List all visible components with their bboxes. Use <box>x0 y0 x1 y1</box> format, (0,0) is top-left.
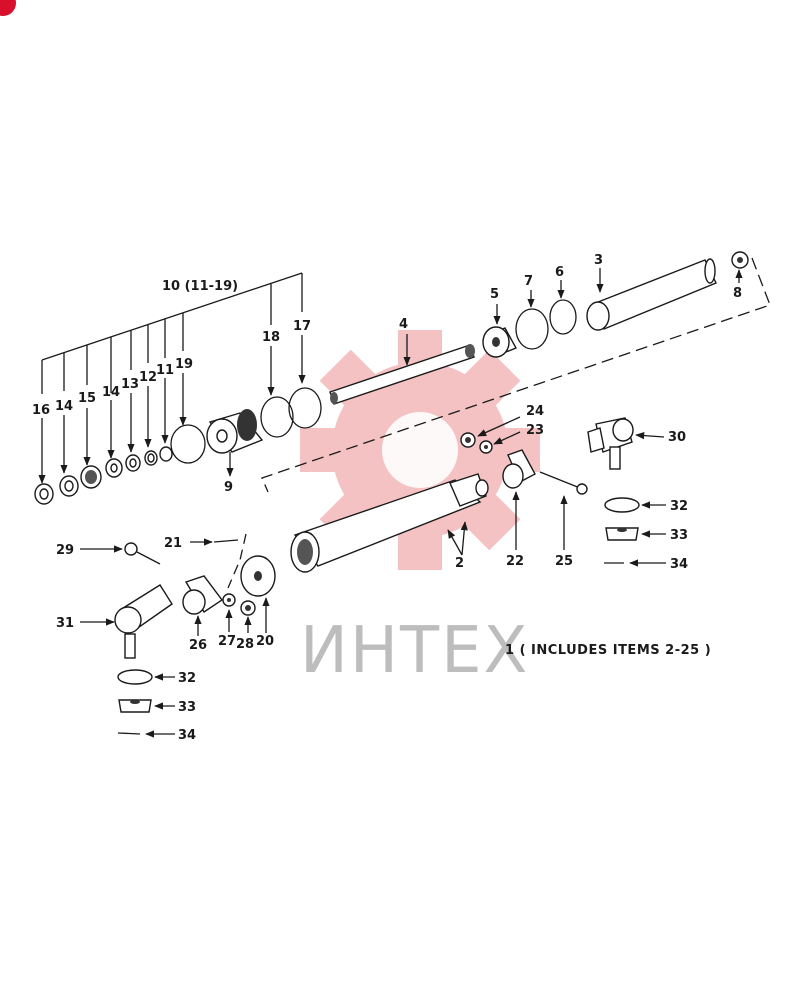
corner-badge <box>0 0 16 16</box>
bolt-29 <box>80 542 161 565</box>
clamp-26 <box>182 575 224 636</box>
callout-8: 8 <box>733 286 742 301</box>
callout-2: 2 <box>455 556 464 571</box>
guide-line-lower <box>227 533 247 589</box>
callout-25: 25 <box>555 554 573 569</box>
bolt-25 <box>539 471 588 550</box>
watermark-text: ИНТЕХ <box>300 614 529 688</box>
callout-24: 24 <box>526 404 544 419</box>
piston-9 <box>206 409 264 477</box>
cylinder-body-2 <box>290 473 489 573</box>
nut-28 <box>240 600 256 633</box>
nut-24 <box>460 416 521 448</box>
includes-note: 1 ( INCLUDES ITEMS 2-25 ) <box>505 643 711 658</box>
ring-7 <box>515 308 549 350</box>
callout-7: 7 <box>524 274 533 289</box>
tie-rod-end-30 <box>587 417 665 470</box>
callout-9: 9 <box>224 480 233 495</box>
callout-12: 12 <box>139 370 157 385</box>
callout-29: 29 <box>56 543 74 558</box>
callout-5: 5 <box>490 287 499 302</box>
clamp-22 <box>502 449 536 550</box>
callout-33-left: 33 <box>178 700 196 715</box>
callout-14a: 14 <box>55 399 73 414</box>
callout-19: 19 <box>175 357 193 372</box>
plate-20 <box>240 555 276 633</box>
callout-27: 27 <box>218 634 236 649</box>
callout-32-left: 32 <box>178 671 196 686</box>
seal-parts-11-16 <box>34 424 206 505</box>
callout-34-left: 34 <box>178 728 196 743</box>
kit-10-bracket <box>38 272 306 484</box>
tie-rod-end-31 <box>80 584 173 659</box>
callout-15: 15 <box>78 391 96 406</box>
screw-21 <box>190 538 239 546</box>
callout-10: 10 (11-19) <box>162 279 238 294</box>
callout-6: 6 <box>555 265 564 280</box>
callout-34-right: 34 <box>670 557 688 572</box>
slotted-nut-33-right <box>605 527 666 541</box>
callout-21: 21 <box>164 536 182 551</box>
callout-17: 17 <box>293 319 311 334</box>
callout-20: 20 <box>256 634 274 649</box>
cylinder-tube-3 <box>586 258 717 331</box>
callout-11: 11 <box>156 363 174 378</box>
nut-8 <box>731 251 749 283</box>
washer-32-right <box>604 497 666 513</box>
piston-rod-4 <box>329 334 475 405</box>
o-ring-18 <box>260 396 294 438</box>
callout-30: 30 <box>668 430 686 445</box>
callout-4: 4 <box>399 317 408 332</box>
callout-16: 16 <box>32 403 50 418</box>
nut-27 <box>222 593 236 632</box>
washer-32-left <box>117 669 175 685</box>
callout-14b: 14 <box>102 385 120 400</box>
callout-26: 26 <box>189 638 207 653</box>
guide-line-upper <box>261 257 771 493</box>
slotted-nut-33-left <box>118 699 175 713</box>
callout-13: 13 <box>121 377 139 392</box>
callout-28: 28 <box>236 637 254 652</box>
callout-23: 23 <box>526 423 544 438</box>
callout-22: 22 <box>506 554 524 569</box>
nut-23 <box>479 431 521 454</box>
watermark-gear-hole <box>382 412 458 488</box>
callout-32-right: 32 <box>670 499 688 514</box>
o-ring-17 <box>288 387 322 429</box>
callout-18: 18 <box>262 330 280 345</box>
callout-33-right: 33 <box>670 528 688 543</box>
gland-5 <box>482 304 517 358</box>
callout-3: 3 <box>594 253 603 268</box>
ring-6 <box>549 299 577 335</box>
callout-31: 31 <box>56 616 74 631</box>
cotter-pin-34-left <box>117 730 175 738</box>
